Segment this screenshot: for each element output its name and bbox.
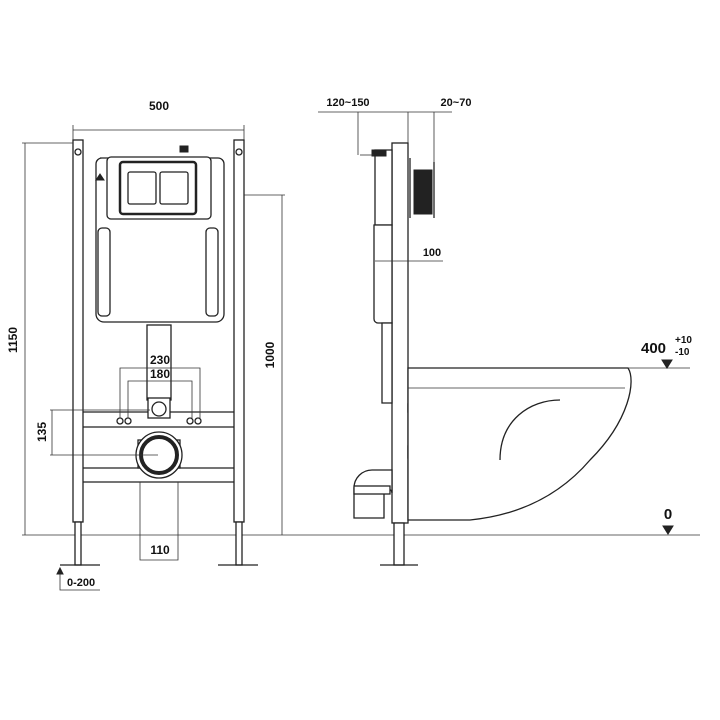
leg-adjust-label: 0-200 [67, 577, 95, 589]
support-height-label: 1000 [263, 341, 277, 368]
dimension-support-height: 1000 [244, 194, 285, 535]
level-marker-floor: 0 [662, 506, 674, 535]
width-label: 500 [149, 99, 169, 113]
dimension-width: 500 [72, 99, 245, 140]
bolt-outer-label: 230 [150, 353, 170, 367]
flush-plate [95, 156, 212, 220]
wall-depth-label: 120~150 [326, 97, 369, 109]
outlet-offset-label: 135 [35, 422, 49, 442]
dimension-outlet-offset: 135 [35, 409, 158, 456]
dimension-leg-adjust: 0-200 [56, 566, 100, 591]
dimension-frame-depth: 100 [375, 247, 443, 262]
dimension-bolt-spacing: 230 180 [119, 353, 201, 418]
level-marker-bowl: 400 +10 -10 [628, 335, 692, 369]
mounting-bolts [116, 417, 202, 425]
dimension-outlet-diameter: 110 [139, 535, 179, 561]
bowl-tolerance-minus: -10 [675, 347, 690, 358]
front-view-frame [60, 139, 258, 566]
frame-depth-label: 100 [423, 247, 441, 259]
pipe-connector [147, 397, 171, 419]
side-view-frame [380, 112, 418, 566]
floor-level-label: 0 [664, 506, 672, 523]
toilet-bowl [407, 367, 632, 521]
bowl-tolerance-plus: +10 [675, 335, 692, 346]
side-flush-plate [409, 158, 435, 218]
dimension-wall-depth: 120~150 [318, 97, 408, 113]
side-cistern [357, 112, 393, 324]
dimension-plate-depth: 20~70 [408, 97, 471, 162]
flush-pipe [146, 324, 172, 401]
bowl-height-label: 400 [641, 340, 666, 357]
total-height-label: 1150 [6, 327, 20, 353]
bolt-inner-label: 180 [150, 367, 170, 381]
outlet-diameter-label: 110 [150, 543, 170, 557]
dimension-total-height: 1150 [6, 142, 73, 535]
plate-depth-label: 20~70 [441, 97, 472, 109]
